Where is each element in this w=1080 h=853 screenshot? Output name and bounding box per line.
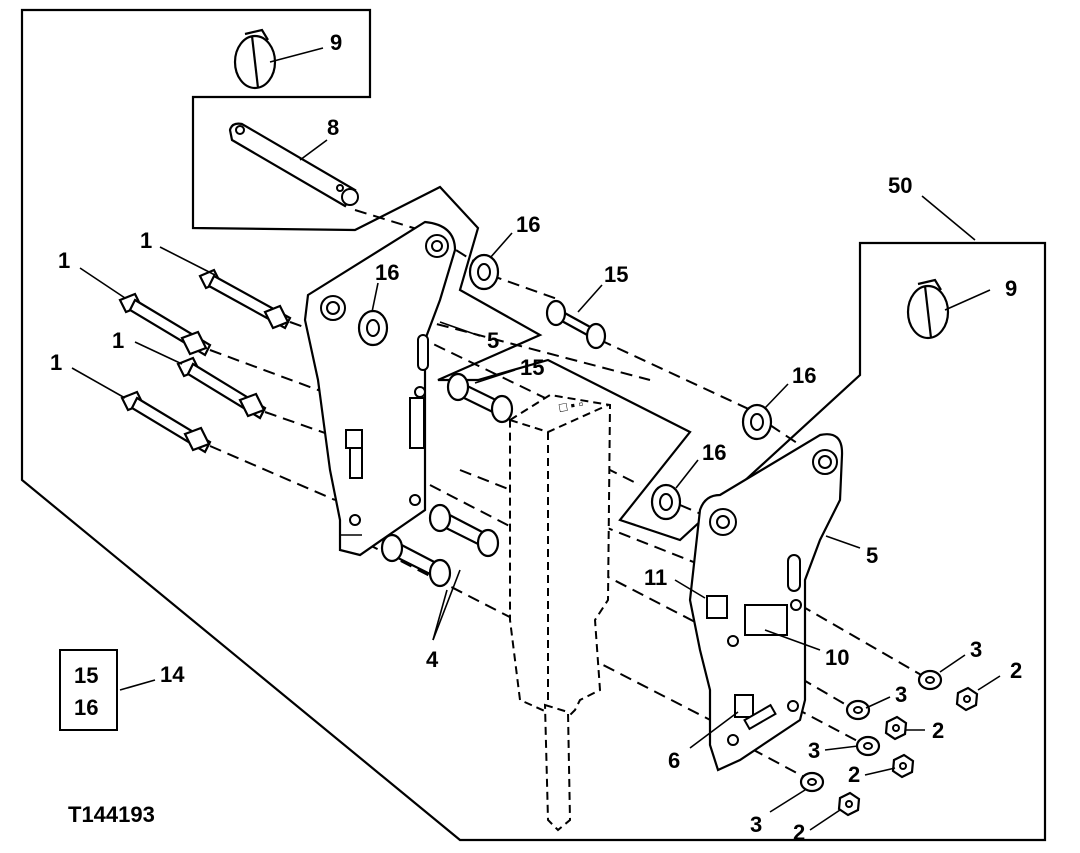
washer-3-a [917,669,943,691]
sleeve-15-b [446,372,514,424]
sleeve-4-b [380,533,452,588]
callout-3-a: 3 [970,637,982,662]
nut-2-c [891,753,915,779]
callout-50: 50 [888,173,912,198]
figure-id: T144193 [68,802,155,827]
callout-1-b: 1 [58,248,70,273]
callout-15-a: 15 [604,262,628,287]
pin-8 [228,122,359,208]
kit-box-line1: 15 [74,663,98,688]
callout-3-b: 3 [895,682,907,707]
hammer-body-phantom: □ ▪ ▫ [509,393,612,832]
kit-box [59,649,118,731]
bushing-16-c [741,403,773,441]
callout-9-right: 9 [1005,276,1017,301]
callout-2-a: 2 [1010,658,1022,683]
nut-2-d [837,791,861,817]
callout-2-d: 2 [793,820,805,845]
bushing-16-a [468,253,500,291]
svg-text:□ ▪ ▫: □ ▪ ▫ [558,396,585,415]
callout-15-b: 15 [520,355,544,380]
callout-16-a: 16 [516,212,540,237]
sleeve-15-a [545,299,607,350]
callout-8: 8 [327,115,339,140]
callout-3-c: 3 [808,738,820,763]
bushing-16-d [650,483,682,521]
kit-box-line2: 16 [74,695,98,720]
washer-3-d [799,771,825,793]
lynch-pin-9-right [906,278,950,340]
callout-5-right: 5 [866,543,878,568]
callout-6: 6 [668,748,680,773]
bolt-1d [120,390,212,454]
bolt-1b [118,292,212,357]
callout-10: 10 [825,645,849,670]
callout-9-top: 9 [330,30,342,55]
callout-1-c: 1 [112,328,124,353]
callout-4: 4 [426,647,439,672]
callout-1-a: 1 [140,228,152,253]
washer-3-c [855,735,881,757]
nut-2-b [884,715,908,741]
callout-3-d: 3 [750,812,762,837]
callout-16-b: 16 [375,260,399,285]
lynch-pin-9-top [233,28,277,90]
sleeve-4-a [428,503,500,558]
bolt-1a [198,268,292,330]
leader-lines [71,47,1001,831]
callout-2-c: 2 [848,762,860,787]
callout-16-c: 16 [792,363,816,388]
outer-kit-boundary [20,8,1047,842]
callout-14: 14 [160,662,185,687]
callout-5-left: 5 [487,328,499,353]
bushing-16-b [357,309,389,347]
nut-2-a [955,686,979,712]
washer-3-b [845,699,871,721]
callout-11: 11 [644,565,667,590]
callout-1-d: 1 [50,350,62,375]
bolt-1c [176,356,267,420]
callout-16-d: 16 [702,440,726,465]
callout-2-b: 2 [932,718,944,743]
